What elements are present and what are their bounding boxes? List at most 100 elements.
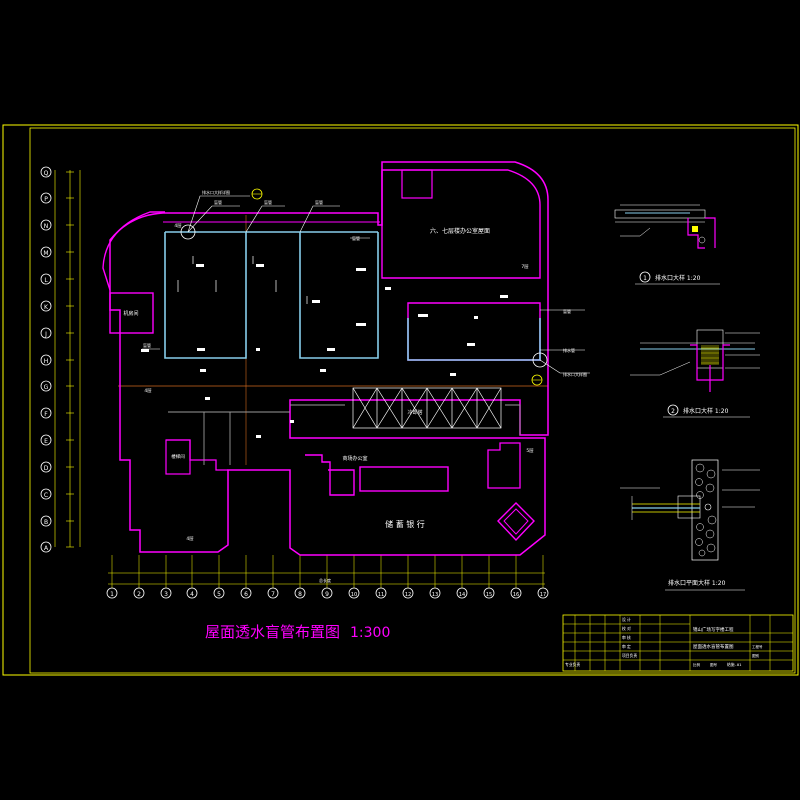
- tb-row-label: 设 计: [622, 617, 631, 622]
- detail-3: 排水口平面大样 1:20: [620, 459, 760, 591]
- dim-total-label: 总长度: [319, 577, 331, 583]
- callout-label: 盲管: [143, 342, 151, 348]
- left-stair-box: [165, 439, 191, 475]
- floor-plan: 六、七层楼办公室屋面 7层 机房间 4层 4层 楼梯间 4层: [102, 161, 590, 556]
- plan-tags: [141, 264, 508, 438]
- room-4f-top-label: 4层: [174, 223, 182, 229]
- tb-sheet-no: 结施-01: [727, 662, 742, 667]
- column-bubble: 15: [483, 587, 495, 599]
- tb-project: 锦山广场写字楼工程: [693, 626, 734, 633]
- detail-2-title: 排水口大样 1:20: [683, 407, 729, 415]
- column-bubble: 2: [133, 587, 145, 599]
- column-label: 3: [164, 591, 168, 598]
- row-bubble: B: [40, 515, 52, 527]
- tb-row-label: 审 定: [622, 644, 631, 649]
- column-bubble: 1: [106, 587, 118, 599]
- detail-2: 2 排水口大样 1:20: [630, 329, 760, 418]
- column-bubble: 5: [213, 587, 225, 599]
- row-label: P: [44, 196, 48, 203]
- callout-label: 排水口大样图: [563, 371, 587, 377]
- tb-label: 比例: [693, 662, 701, 667]
- diamond-skylight-inner: [503, 508, 529, 535]
- tb-sheet-title: 屋面透水盲管布置图: [693, 643, 734, 650]
- office-bar: [359, 466, 449, 492]
- room-7f-label: 7层: [521, 264, 529, 270]
- column-label: 4: [190, 591, 194, 598]
- row-label: A: [44, 545, 49, 552]
- row-bubble: J: [40, 327, 52, 339]
- row-label: J: [44, 331, 47, 338]
- row-label: F: [44, 411, 48, 418]
- tb-label: 工程号: [752, 644, 763, 649]
- row-label: M: [43, 250, 48, 257]
- column-bubble: 6: [240, 587, 252, 599]
- row-label: E: [44, 438, 48, 445]
- callout-label: 盲管: [214, 199, 222, 205]
- column-bubble: 10: [348, 587, 360, 599]
- row-label: B: [44, 519, 48, 526]
- blind-drain-branches: [177, 256, 308, 304]
- row-bubble: P: [40, 192, 52, 204]
- row-bubble: F: [40, 407, 52, 419]
- column-label: 16: [513, 592, 519, 598]
- row-label: Q: [44, 170, 49, 177]
- callout-leaders: [142, 195, 590, 374]
- column-label: 7: [271, 591, 275, 598]
- column-bubble: 14: [456, 587, 468, 599]
- column-label: 17: [540, 592, 546, 598]
- tb-row-label: 审 核: [622, 635, 631, 640]
- row-bubble: L: [40, 273, 52, 285]
- upper-right-room-label: 六、七层楼办公室屋面: [430, 227, 490, 235]
- column-bubble: 7: [267, 587, 279, 599]
- row-axis-group: Q P N M L K J H G F E D C B A: [40, 166, 81, 553]
- column-bubble: 12: [402, 587, 414, 599]
- row-label: N: [44, 223, 49, 230]
- diamond-skylight: [497, 502, 535, 542]
- detail-2-number: 2: [671, 408, 675, 415]
- detail-1-title: 排水口大样 1:20: [655, 274, 701, 282]
- callout-label: 盲管: [264, 199, 272, 205]
- detail-1: 1 排水口大样 1:20: [614, 204, 720, 285]
- callout-texts: 排水口大样详图 盲管 盲管 盲管 盲管 排水口大样图 排水管 盲管 盲管: [143, 189, 587, 377]
- column-label: 2: [137, 591, 141, 598]
- upper-right-room: [381, 169, 541, 279]
- row-bubble: K: [40, 300, 52, 312]
- row-bubble: M: [40, 246, 52, 258]
- office-block: [305, 454, 355, 496]
- column-bubble: 17: [537, 587, 549, 599]
- tb-row-label: 校 对: [622, 626, 631, 631]
- row-label: K: [44, 304, 49, 311]
- cooling-tower-label: 冷却塔: [407, 409, 422, 416]
- row-label: G: [44, 384, 49, 391]
- mid-right-room: [407, 302, 541, 361]
- machine-room-label: 机房间: [123, 310, 138, 317]
- row-bubble: D: [40, 461, 52, 473]
- main-scale: 1:300: [350, 625, 390, 641]
- column-label: 1: [110, 591, 114, 598]
- room-4f-bottom-label: 4层: [186, 536, 194, 542]
- row-bubble: G: [40, 380, 52, 392]
- column-axis-group: 总长度 1 2 3 4 5 6 7 8 9 10 11 12 13 14 15 …: [106, 555, 549, 599]
- blind-drain-pipes: [164, 231, 541, 361]
- column-label: 11: [378, 592, 384, 598]
- column-label: 5: [217, 591, 221, 598]
- callout-label: 排水管: [563, 347, 575, 353]
- column-label: 10: [351, 592, 357, 598]
- column-label: 6: [244, 591, 248, 598]
- bank-label: 储 蓄 银 行: [385, 519, 425, 529]
- title-block: 设 计 校 对 审 核 审 定 项目负责 专业负责 锦山广场写字楼工程 屋面透水…: [562, 614, 794, 672]
- detail-3-title: 排水口平面大样 1:20: [668, 579, 726, 587]
- row-label: C: [44, 492, 48, 499]
- column-bubble: 11: [375, 587, 387, 599]
- column-bubble: 4: [186, 587, 198, 599]
- row-bubble: N: [40, 219, 52, 231]
- callout-label: 盲管: [563, 308, 571, 314]
- column-label: 15: [486, 592, 492, 598]
- tb-label: 图号: [710, 662, 718, 667]
- upper-right-box: [401, 169, 433, 199]
- cooling-tower: [352, 387, 502, 429]
- inner-walls: [168, 404, 521, 465]
- column-bubble: 9: [321, 587, 333, 599]
- sheet-outer-frame: [2, 124, 799, 676]
